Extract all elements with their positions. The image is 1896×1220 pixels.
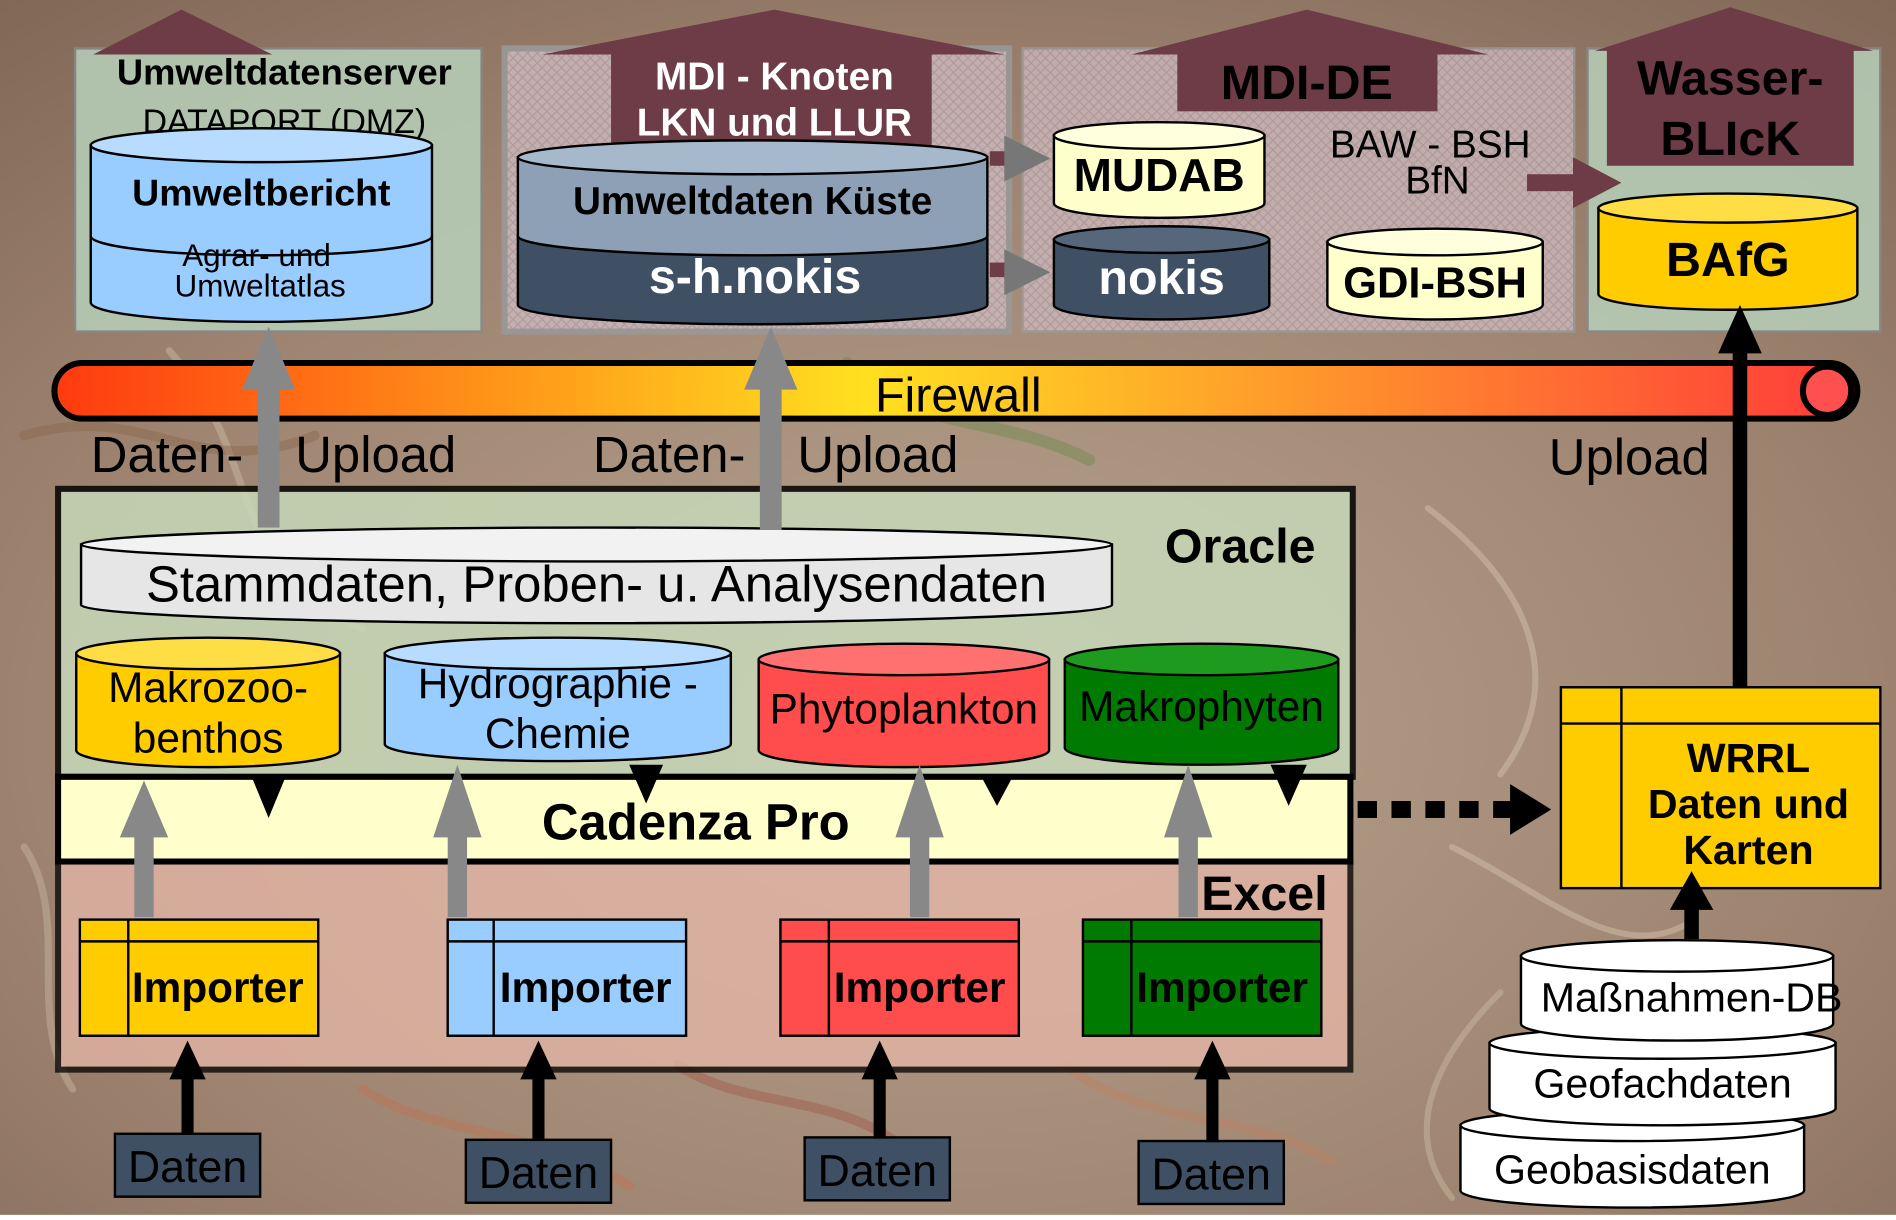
phytoplankton-db xyxy=(757,658,1051,769)
importer-label: Importer xyxy=(834,964,1006,1011)
massnahmen-db: Maßnahmen-DB xyxy=(1519,938,1843,1042)
umweltatlas-db xyxy=(89,234,434,324)
oracle-label: Oracle xyxy=(1165,520,1316,574)
grey-upload-arrows xyxy=(119,326,1213,918)
massnahmen-label: Maßnahmen-DB xyxy=(1541,975,1843,1021)
mdi-knoten-title-2: LKN und LLUR xyxy=(637,102,912,145)
gdi-bsh-label: GDI-BSH xyxy=(1343,260,1527,308)
wasserblick-title-1: Wasser- xyxy=(1637,51,1823,105)
daten-label: Daten xyxy=(818,1146,937,1196)
black-arrows xyxy=(169,304,1762,1143)
mdi-knoten-title-1: MDI - Knoten xyxy=(655,56,894,99)
umweltdaten-kueste-db xyxy=(516,156,989,257)
daten-label: Daten xyxy=(128,1142,247,1192)
makrophyten-db xyxy=(1063,658,1340,766)
daten-box: Daten xyxy=(464,1138,613,1204)
makrozoobenthos-db xyxy=(75,652,342,769)
wasserblick-title-2: BLIcK xyxy=(1660,112,1800,166)
upload-left-1: Daten- xyxy=(91,426,244,483)
umweltbericht-label: Umweltbericht xyxy=(132,172,391,214)
upload-mid-1: Daten- xyxy=(593,426,746,483)
geobasisdaten-label: Geobasisdaten xyxy=(1494,1146,1771,1192)
daten-label: Daten xyxy=(1151,1149,1270,1199)
cadenza-pro-label: Cadenza Pro xyxy=(542,794,850,851)
wrrl-box: WRRL Daten und Karten xyxy=(1559,686,1882,890)
importer-blue: Importer xyxy=(446,918,688,1037)
makrozoo-label-2: benthos xyxy=(133,715,284,762)
importer-label: Importer xyxy=(132,964,304,1011)
upload-left-2: Upload xyxy=(295,426,456,483)
importer-label: Importer xyxy=(500,964,672,1011)
mudab-db xyxy=(1052,134,1266,219)
hydro-label-1: Hydrographie - xyxy=(418,660,698,707)
daten-box: Daten xyxy=(1137,1139,1286,1206)
mdi-de-box: MDI-DE MUDAB nokis GDI-BSH BAW - BSH BfN xyxy=(1021,9,1576,333)
stammdaten-db xyxy=(79,543,1114,625)
firewall-label: Firewall xyxy=(875,368,1042,422)
mudab-label: MUDAB xyxy=(1074,149,1245,201)
wrrl-label-3: Karten xyxy=(1683,827,1813,873)
wrrl-label-1: WRRL xyxy=(1687,735,1810,781)
umweltbericht-db xyxy=(89,143,434,257)
daten-label: Daten xyxy=(479,1148,598,1198)
makrozoo-label-1: Makrozoo- xyxy=(108,664,308,711)
bfn-label: BfN xyxy=(1405,160,1470,203)
bafg-db xyxy=(1597,206,1859,311)
umweltatlas-label: Umweltatlas xyxy=(175,268,346,303)
upload-mid-2: Upload xyxy=(797,426,958,483)
excel-label: Excel xyxy=(1201,867,1327,921)
importer-label: Importer xyxy=(1136,964,1308,1011)
importer-green: Importer xyxy=(1081,918,1323,1037)
agrar-label: Agrar- und xyxy=(182,238,331,273)
nokis-db xyxy=(1052,238,1271,321)
upload-right: Upload xyxy=(1549,428,1710,485)
stammdaten-label: Stammdaten, Proben- u. Analysendaten xyxy=(146,555,1047,612)
wrrl-label-2: Daten und xyxy=(1648,781,1849,827)
importer-yellow: Importer xyxy=(78,918,320,1037)
firewall-bar: Firewall xyxy=(51,359,1861,422)
phytoplankton-label: Phytoplankton xyxy=(770,686,1038,733)
nokis-label: nokis xyxy=(1098,251,1224,305)
top-connector-arrows xyxy=(989,135,1622,296)
umweltdatenserver-title: Umweltdatenserver xyxy=(117,52,452,93)
baw-bsh-label: BAW - BSH xyxy=(1330,123,1531,166)
geofachdaten-label: Geofachdaten xyxy=(1533,1060,1791,1106)
mdi-de-title: MDI-DE xyxy=(1221,56,1393,110)
importer-red: Importer xyxy=(779,918,1021,1037)
bafg-label: BAfG xyxy=(1666,233,1790,287)
daten-box: Daten xyxy=(113,1132,262,1198)
s-h-nokis-db xyxy=(516,234,989,326)
oracle-box: Oracle Stammdaten, Proben- u. Analysenda… xyxy=(55,485,1356,780)
umweltdaten-kueste-label: Umweltdaten Küste xyxy=(573,180,932,223)
geofachdaten-db: Geofachdaten xyxy=(1488,1026,1837,1127)
mdi-knoten-box: MDI - Knoten LKN und LLUR Umweltdaten Kü… xyxy=(501,9,1013,335)
daten-box: Daten xyxy=(803,1136,952,1202)
s-h-nokis-label: s-h.nokis xyxy=(649,250,861,304)
hydro-label-2: Chemie xyxy=(485,710,631,757)
wasserblick-box: Wasser- BLIcK BAfG xyxy=(1586,7,1882,333)
hydrographie-db xyxy=(383,652,733,763)
cadenza-pro-bar: Cadenza Pro xyxy=(55,773,1354,865)
makrophyten-label: Makrophyten xyxy=(1079,683,1324,730)
gdi-bsh-db xyxy=(1326,240,1544,321)
umweltdatenserver-box: Umweltdatenserver DATAPORT (DMZ) Umweltb… xyxy=(73,9,483,333)
